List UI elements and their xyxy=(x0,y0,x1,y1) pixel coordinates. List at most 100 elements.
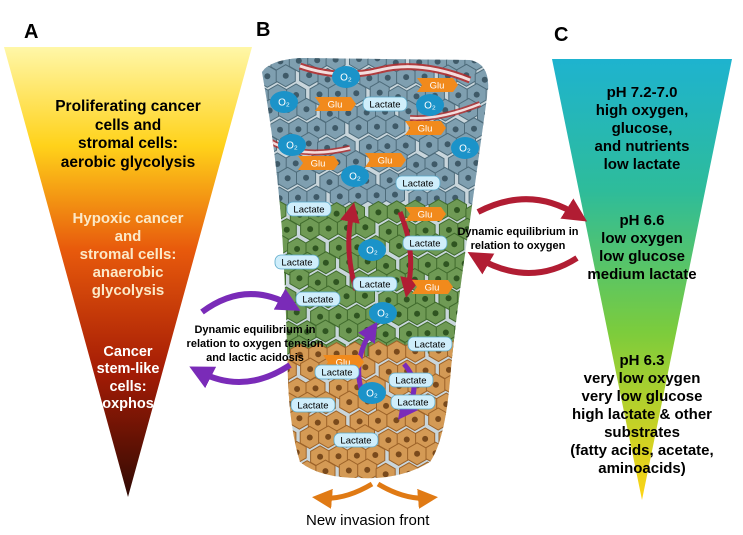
cell-nucleus xyxy=(282,72,289,79)
cell xyxy=(444,372,465,396)
lactate-label: Lactate xyxy=(362,96,408,112)
equilibrium-label-line: relation to oxygen xyxy=(470,239,566,252)
oxygen-text: O₂ xyxy=(377,309,389,320)
cell-nucleus xyxy=(403,296,410,303)
cell-nucleus xyxy=(383,262,390,269)
oxygen-bubble xyxy=(332,66,360,88)
lactate-tag xyxy=(286,201,332,217)
cell-nucleus xyxy=(355,192,362,199)
equilibrium-left-arrow-top xyxy=(200,288,301,315)
glucose-label: Glu xyxy=(365,153,406,167)
panel-c-text-line: aminoacids) xyxy=(598,460,686,477)
oxygen-label: O₂ xyxy=(416,94,444,116)
oxygen-bubble xyxy=(270,91,298,113)
cell-nucleus xyxy=(356,58,362,62)
cell-nucleus xyxy=(383,402,390,409)
oxygen-label: O₂ xyxy=(270,91,298,113)
cell-nucleus xyxy=(325,225,332,232)
cell-nucleus xyxy=(474,454,481,460)
cell xyxy=(286,440,307,464)
cell-nucleus xyxy=(275,310,282,316)
cell xyxy=(475,425,489,449)
cell-nucleus xyxy=(455,92,462,99)
cell-nucleus xyxy=(284,175,291,182)
cell-nucleus xyxy=(372,452,379,458)
cell xyxy=(268,233,289,257)
cell xyxy=(262,84,270,108)
lactate-tag xyxy=(388,372,434,388)
cell-nucleus xyxy=(273,207,280,214)
cell-nucleus xyxy=(336,193,343,200)
cell-nucleus xyxy=(385,297,392,304)
panel-c-text-line: high lactate & other xyxy=(571,406,713,423)
cell xyxy=(465,411,485,435)
cell-nucleus xyxy=(264,435,271,442)
cell-nucleus xyxy=(316,91,323,98)
glucose-text: Glu xyxy=(336,358,351,369)
cell xyxy=(262,199,268,223)
cell xyxy=(464,339,485,363)
lactate-text: Lactate xyxy=(293,205,324,216)
oxygen-bubble xyxy=(358,239,386,261)
cell xyxy=(262,218,279,242)
cell-nucleus xyxy=(435,484,441,490)
cell-nucleus xyxy=(283,226,290,233)
cell xyxy=(262,167,280,191)
cell-nucleus xyxy=(303,106,310,113)
cell-nucleus xyxy=(322,328,329,335)
glucose-label: Glu xyxy=(298,156,339,170)
cell-nucleus xyxy=(274,161,281,167)
cell-nucleus xyxy=(304,468,311,475)
cell-nucleus xyxy=(333,487,339,493)
cell-nucleus xyxy=(406,470,413,477)
cell-nucleus xyxy=(413,161,420,168)
cell-nucleus xyxy=(385,368,392,375)
oxygen-text: O₂ xyxy=(459,144,471,155)
cell-nucleus xyxy=(411,416,418,423)
cell-nucleus xyxy=(455,309,462,316)
oxygen-bubble xyxy=(358,382,386,404)
equilibrium-right-arrow-top xyxy=(476,196,588,222)
cell-nucleus xyxy=(293,309,300,316)
cell xyxy=(475,357,489,381)
cell-nucleus xyxy=(474,314,481,320)
panel-letter-a: A xyxy=(24,21,39,43)
lactate-label: Lactate xyxy=(286,201,332,217)
cell-nucleus xyxy=(375,209,382,216)
cell-nucleus xyxy=(273,415,279,422)
cell-nucleus xyxy=(352,350,358,356)
cell-nucleus xyxy=(314,279,321,286)
cell-nucleus xyxy=(324,76,331,83)
cell-nucleus xyxy=(374,58,381,62)
cell-nucleus xyxy=(313,125,320,132)
panel-a-text-line: stromal cells: xyxy=(78,135,178,153)
cell-nucleus xyxy=(461,328,468,335)
cell-nucleus xyxy=(424,330,431,337)
lactate-label: Lactate xyxy=(274,254,320,270)
cell xyxy=(448,301,469,325)
cell-nucleus xyxy=(472,211,479,218)
cell xyxy=(435,460,456,479)
cell-nucleus xyxy=(445,226,452,233)
glucose-tag xyxy=(412,280,453,294)
cell-nucleus xyxy=(422,295,429,302)
panel-a-text-line: stromal cells: xyxy=(79,246,177,263)
cell-nucleus xyxy=(343,293,350,300)
oxygen-label: O₂ xyxy=(451,137,479,159)
cell-nucleus xyxy=(296,484,302,490)
cell-nucleus xyxy=(361,292,368,299)
cell-nucleus xyxy=(307,226,314,233)
cell-nucleus xyxy=(275,450,282,456)
lactate-label: Lactate xyxy=(314,364,360,380)
cell-nucleus xyxy=(278,484,284,490)
equilibrium-label-line: and lactic acidosis xyxy=(206,351,304,364)
cell-nucleus xyxy=(471,348,478,355)
cell-nucleus xyxy=(413,93,420,100)
cell xyxy=(456,286,477,310)
cell-nucleus xyxy=(424,470,431,477)
cell-nucleus xyxy=(267,261,274,268)
oxygen-bubble xyxy=(369,302,397,324)
